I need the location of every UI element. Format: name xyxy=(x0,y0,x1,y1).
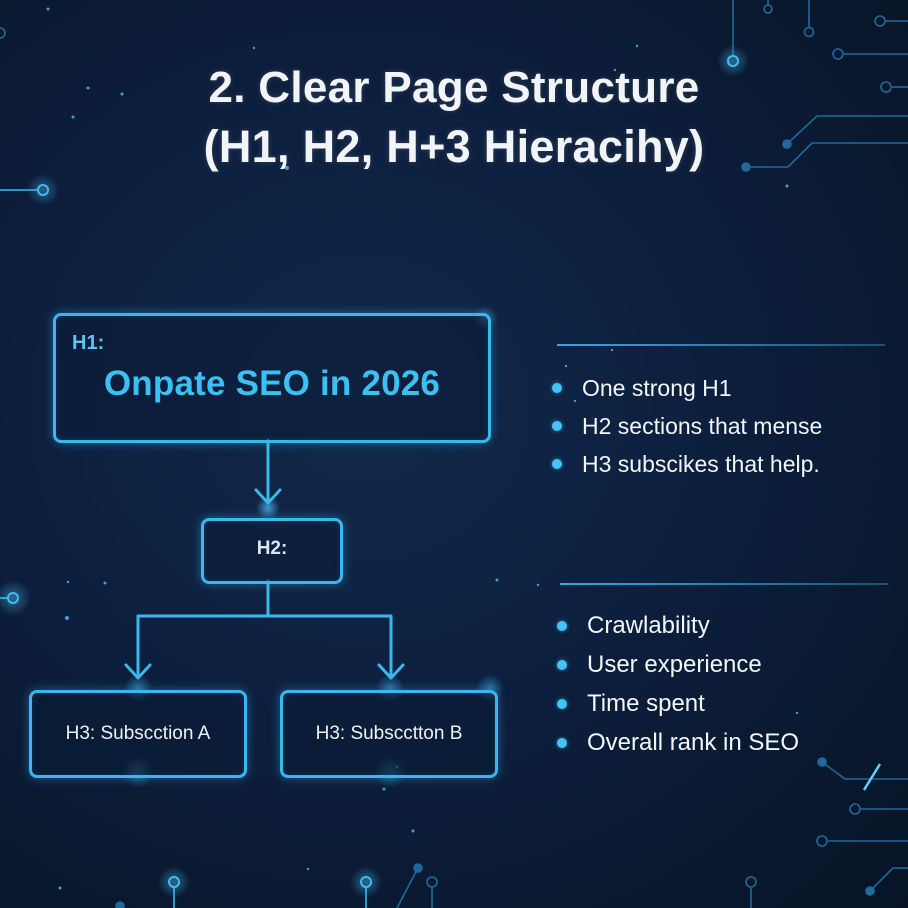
bullet-icon xyxy=(552,383,562,393)
list-item: H2 sections that mense xyxy=(550,407,822,445)
h2-box: H2: xyxy=(201,518,343,584)
h3-box-b: H3: Subscctton B xyxy=(280,690,498,778)
divider-structure xyxy=(557,344,885,346)
h3-label-b: H3: Subscctton B xyxy=(315,723,463,744)
bullet-icon xyxy=(557,738,567,748)
page-title-line2: (H1, H2, H+3 Hieracihy) xyxy=(203,121,705,172)
h3-box-a: H3: Subscction A xyxy=(29,690,247,778)
h1-box: H1: Onpate SEO in 2026 xyxy=(53,313,491,443)
bullet-icon xyxy=(552,459,562,469)
bullet-icon xyxy=(552,421,562,431)
list-item: User experience xyxy=(555,645,799,684)
divider-benefits xyxy=(560,583,888,585)
h1-title: Onpate SEO in 2026 xyxy=(103,364,441,403)
page-title-line1: 2. Clear Page Structure xyxy=(208,63,700,112)
h2-label: H2: xyxy=(256,538,288,559)
structure-points-list: One strong H1 H2 sections that mense H3 … xyxy=(550,369,822,483)
h1-label: H1: xyxy=(72,332,105,354)
list-item: Overall rank in SEO xyxy=(555,723,799,762)
h3-label-a: H3: Subscction A xyxy=(65,723,211,744)
list-item: Time spent xyxy=(555,684,799,723)
list-item: One strong H1 xyxy=(550,369,822,407)
bullet-icon xyxy=(557,621,567,631)
bullet-icon xyxy=(557,699,567,709)
benefits-list: Crawlability User experience Time spent … xyxy=(555,606,799,762)
list-item: H3 subscikes that help. xyxy=(550,445,822,483)
bullet-icon xyxy=(557,660,567,670)
list-item: Crawlability xyxy=(555,606,799,645)
